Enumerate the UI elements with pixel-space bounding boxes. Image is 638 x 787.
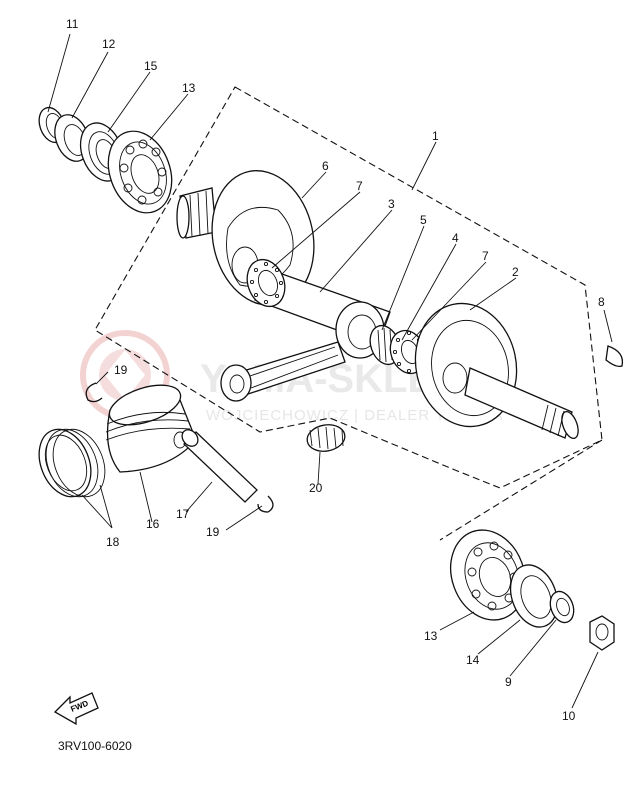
piston-group	[38, 382, 274, 513]
callout-18: 18	[106, 535, 120, 549]
callout-14: 14	[466, 653, 480, 667]
diagram-code: 3RV100-6020	[58, 739, 132, 753]
callout-1: 1	[432, 129, 439, 143]
callout-4: 4	[452, 231, 459, 245]
part-20-small-end-bearing	[306, 424, 346, 452]
callout-7-right: 7	[482, 249, 489, 263]
part-19-piston-pin-clip-lower	[257, 495, 274, 513]
part-19-piston-pin-clip-upper	[85, 382, 103, 403]
right-crank-web-assembly	[414, 302, 579, 440]
callout-15: 15	[144, 59, 158, 73]
callout-7-left: 7	[356, 179, 363, 193]
crankshaft-assembly-boundary	[94, 86, 603, 489]
left-crank-web-assembly	[176, 170, 315, 306]
callout-numbers: 11 12 15 13 1 6 7 3 5 4 7 2 8 19 18 16 1…	[66, 17, 605, 723]
lower-bearing-boundary	[439, 439, 603, 541]
left-bearing-stack	[38, 106, 173, 214]
callout-19-upper: 19	[114, 363, 128, 377]
leader-lines	[47, 33, 613, 709]
lower-bearing-stack	[450, 529, 615, 651]
fwd-direction-indicator: FWD	[53, 692, 99, 726]
callout-17: 17	[176, 507, 190, 521]
callout-3: 3	[388, 197, 395, 211]
fwd-arrow-icon	[53, 692, 99, 726]
callout-8: 8	[598, 295, 605, 309]
callout-12: 12	[102, 37, 116, 51]
callout-11: 11	[66, 17, 79, 31]
callout-6: 6	[322, 159, 329, 173]
callout-13-lower: 13	[424, 629, 438, 643]
part-10-nut	[589, 615, 615, 651]
callout-13-upper: 13	[182, 81, 196, 95]
callout-20: 20	[309, 481, 323, 495]
right-crank-shaft	[464, 367, 573, 439]
callout-5: 5	[420, 213, 427, 227]
callout-16: 16	[146, 517, 160, 531]
callout-2: 2	[512, 265, 519, 279]
part-14-oil-seal	[509, 564, 559, 628]
callout-9: 9	[505, 675, 512, 689]
con-rod-small-end	[220, 364, 252, 402]
callout-19-lower: 19	[206, 525, 220, 539]
callout-10: 10	[562, 709, 576, 723]
watermark-subtitle: WOJCIECHOWICZ | DEALER YAMAHA	[206, 407, 503, 424]
part-8-woodruff-key	[605, 345, 624, 368]
